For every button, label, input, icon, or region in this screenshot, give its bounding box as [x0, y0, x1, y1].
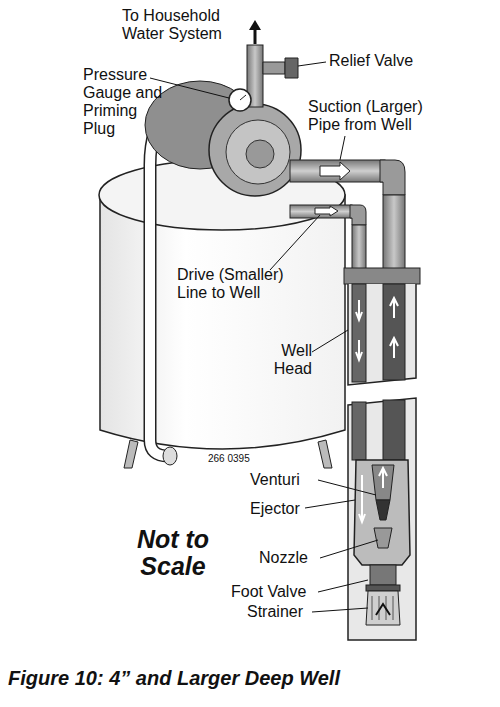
well-casing-part: [390, 298, 398, 318]
strainer-part: [376, 604, 390, 615]
suction-pipe-part: [383, 195, 405, 270]
drive-pipe-part: [290, 205, 352, 218]
ejector-part: [354, 460, 410, 565]
foot-valve-part: [366, 585, 400, 591]
pump: [145, 45, 301, 196]
well-casing-part: [383, 284, 405, 380]
pump-part: [209, 104, 301, 196]
ejector-part: [374, 528, 392, 548]
well-casing-part: [348, 284, 416, 385]
strainer-part: [366, 591, 400, 625]
drive-pipe: [290, 205, 366, 270]
drive-pipe-part: [350, 205, 366, 225]
well-casing-part: [356, 340, 362, 360]
leader-lines-part: [318, 480, 376, 495]
part-label: Nozzle: [259, 549, 339, 567]
flow-label: To Household Water System: [122, 7, 248, 43]
part-label: Ejector: [250, 500, 330, 518]
leader-lines-part: [340, 136, 345, 160]
flow-arrow-up: [249, 20, 261, 44]
part-label: Drive (Smaller) Line to Well: [177, 266, 317, 302]
part-number: 266 0395: [208, 453, 268, 465]
leader-lines-part: [318, 580, 368, 592]
part-label: Foot Valve: [231, 583, 331, 601]
note: Not to Scale: [118, 526, 228, 580]
suction-pipe: [290, 160, 405, 270]
well-casing-part: [356, 300, 362, 320]
well-casing-part: [344, 268, 420, 284]
leader-lines-part: [312, 608, 368, 612]
strainer-part: [372, 596, 393, 620]
leader-lines-part: [312, 330, 348, 352]
foot-valve: [366, 565, 400, 591]
ejector-part: [379, 468, 387, 488]
ejector-part: [376, 500, 390, 520]
foot-valve-part: [370, 565, 396, 585]
strainer: [366, 591, 400, 625]
leader-lines-part: [305, 500, 355, 508]
drive-pipe-part: [352, 225, 366, 270]
well-casing-part: [352, 402, 366, 460]
part-label: Venturi: [250, 471, 330, 489]
leader-lines-part: [320, 540, 378, 558]
pump-part: [263, 62, 285, 74]
pump-part: [229, 89, 251, 111]
well-casing: [344, 268, 420, 640]
well-casing-part: [348, 398, 416, 640]
tank-part: [100, 195, 345, 449]
well-casing-part: [383, 400, 405, 460]
pump-part: [240, 95, 246, 100]
part-label: Relief Valve: [329, 52, 449, 70]
pump-part: [246, 140, 274, 168]
pump-part: [285, 58, 298, 78]
suction-pipe-part: [290, 160, 385, 182]
drive-pipe-part: [315, 206, 338, 216]
part-label: Well Head: [260, 342, 312, 378]
ejector: [354, 460, 410, 565]
suction-pipe-part: [320, 162, 350, 180]
tank-hose-part: [163, 447, 177, 465]
part-label: Pressure Gauge and Priming Plug: [83, 66, 169, 138]
figure-caption: Figure 10: 4” and Larger Deep Well: [8, 666, 340, 690]
leader-lines-part: [270, 215, 320, 270]
well-casing-part: [390, 338, 398, 358]
ejector-part: [359, 475, 365, 522]
flow-arrow-up-part: [254, 28, 257, 44]
suction-pipe-part: [380, 160, 405, 195]
well-casing-part: [352, 284, 366, 382]
pump-part: [226, 120, 290, 184]
part-label: Suction (Larger) Pipe from Well: [308, 98, 458, 134]
part-label: Strainer: [247, 603, 327, 621]
flow-arrow-up-part: [249, 20, 261, 30]
leader-lines-part: [298, 62, 326, 66]
